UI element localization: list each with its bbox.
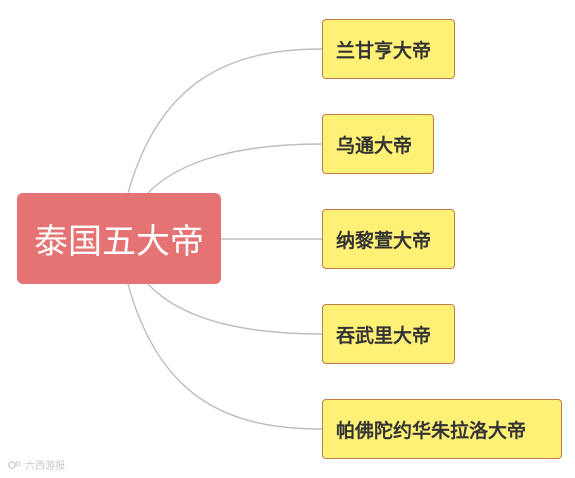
root-node[interactable]: 泰国五大帝 xyxy=(17,193,221,284)
child-node-2[interactable]: 乌通大帝 xyxy=(322,114,434,174)
child-node-3[interactable]: 纳黎萱大帝 xyxy=(322,209,455,269)
connector-line-1 xyxy=(127,48,323,194)
child-node-4[interactable]: 吞武里大帝 xyxy=(322,304,455,364)
child-node-label: 吞武里大帝 xyxy=(336,324,432,347)
child-node-label: 帕佛陀约华朱拉洛大帝 xyxy=(336,419,527,442)
child-node-label: 纳黎萱大帝 xyxy=(336,229,432,252)
child-node-label: 兰甘亨大帝 xyxy=(336,39,432,62)
root-node-label: 泰国五大帝 xyxy=(34,222,204,262)
connector-line-5 xyxy=(127,283,323,430)
connector-line-4 xyxy=(147,283,323,335)
child-node-5[interactable]: 帕佛陀约华朱拉洛大帝 xyxy=(322,399,562,459)
connector-line-2 xyxy=(147,143,323,194)
watermark-text: 六西游报 xyxy=(25,461,65,472)
child-node-label: 乌通大帝 xyxy=(336,134,413,157)
logo-icon xyxy=(8,460,21,469)
watermark: 六西游报 xyxy=(8,457,65,472)
child-node-1[interactable]: 兰甘亨大帝 xyxy=(322,19,455,79)
